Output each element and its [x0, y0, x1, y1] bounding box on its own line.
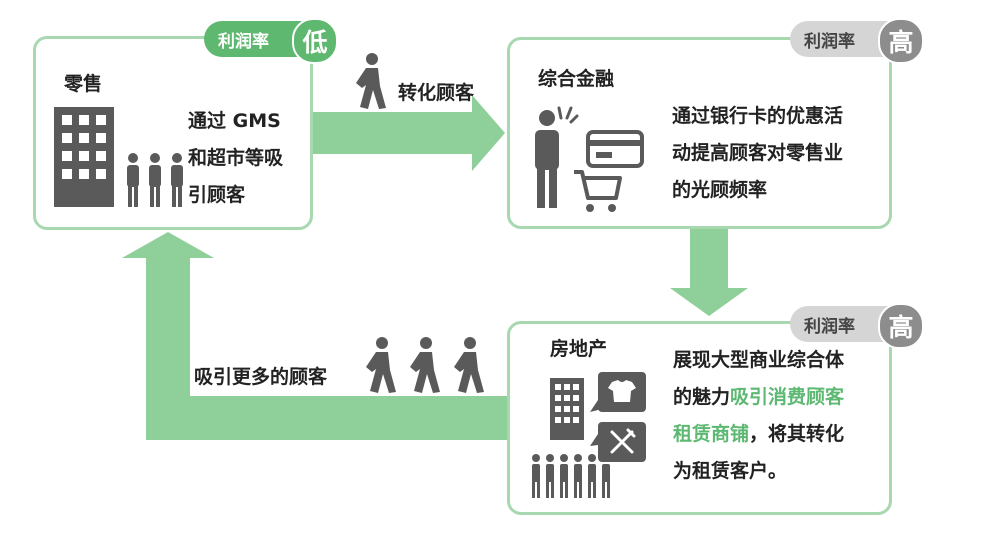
building-icon: [550, 378, 584, 440]
convert-customers-label: 转化顾客: [398, 82, 475, 104]
walking-people-icon: [366, 337, 484, 393]
realestate-box: 房地产 展现大型商业综合体 的魅力吸引消费: [507, 321, 892, 515]
highlight-lease-shops: 租赁商铺: [673, 423, 750, 445]
attract-more-customers-label: 吸引更多的顾客: [194, 366, 328, 388]
finance-description: 通过银行卡的优惠活 动提高顾客对零售业 的光顾频率: [672, 105, 844, 201]
attention-lines-icon: [557, 106, 579, 124]
office-building-icon: [54, 107, 114, 207]
finance-title: 综合金融: [538, 68, 615, 90]
realestate-title: 房地产: [550, 338, 608, 360]
finance-box: 综合金融 通过银行卡的优惠活 动提高顾客对零售业 的光顾频率: [507, 37, 892, 229]
tshirt-shop-icon: [590, 372, 646, 412]
retail-title: 零售: [64, 73, 103, 95]
retail-profit-badge: 利润率 低: [204, 18, 338, 64]
walking-person-icon: [356, 53, 386, 109]
customers-group-icon: [127, 153, 183, 207]
profit-level-high: 高: [878, 303, 924, 349]
retail-description: 通过 GMS 和超市等吸 引顾客: [188, 110, 284, 206]
highlight-attract-consumers: 吸引消费顾客: [730, 386, 845, 408]
person-icon: [535, 110, 559, 208]
realestate-description: 展现大型商业综合体 的魅力吸引消费顾客 租赁商铺，将其转化 为租赁客户。: [673, 349, 845, 482]
restaurant-icon: [590, 422, 646, 462]
profit-level-high: 高: [878, 18, 924, 64]
shopping-cart-icon: [574, 170, 622, 212]
crowd-icon: [532, 454, 610, 498]
bank-card-icon: [586, 130, 644, 168]
arrow-realestate-to-retail: [122, 232, 512, 440]
realestate-profit-badge: 利润率 高: [790, 303, 924, 349]
arrow-retail-to-finance: [312, 95, 505, 171]
finance-profit-badge: 利润率 高: [790, 18, 924, 64]
arrow-finance-to-realestate: [670, 228, 748, 316]
profit-level-low: 低: [292, 18, 338, 64]
retail-box: 零售 通过 GMS 和超市等吸 引顾客: [33, 36, 313, 230]
